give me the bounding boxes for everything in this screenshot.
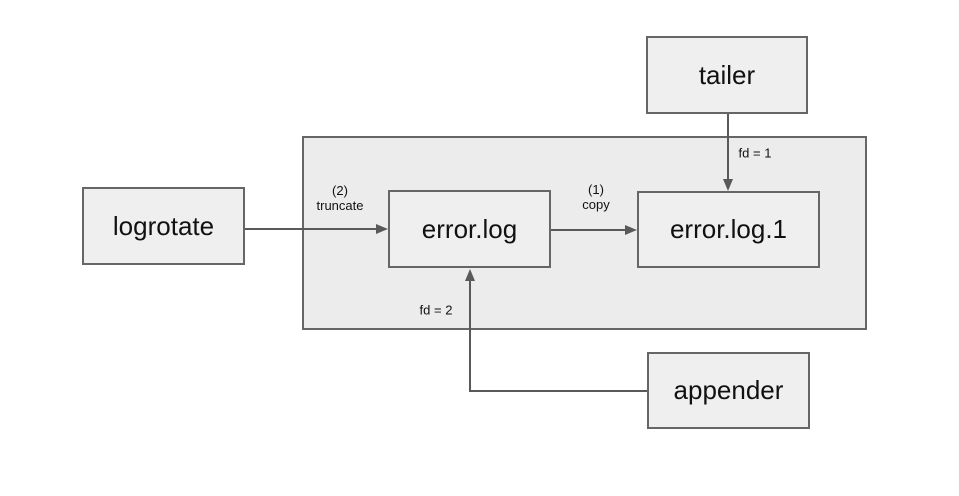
node-error-log-1: error.log.1	[637, 191, 820, 268]
edge-label-fd1-text: fd = 1	[738, 145, 772, 161]
edge-label-copy: (1) copy	[582, 182, 609, 212]
node-error-log-label: error.log	[421, 213, 518, 244]
node-appender: appender	[647, 352, 810, 429]
node-appender-label: appender	[673, 375, 784, 405]
edge-label-copy-op: copy	[582, 197, 610, 212]
node-logrotate-label: logrotate	[112, 210, 215, 241]
edge-label-fd2: fd = 2	[420, 303, 453, 318]
node-tailer-label: tailer	[698, 59, 756, 90]
edge-label-copy-step: (1)	[588, 182, 604, 197]
edge-label-truncate: (2) truncate	[317, 183, 364, 213]
node-error-log-1-label: error.log.1	[669, 214, 788, 244]
edge-label-fd1: fd = 1	[739, 146, 772, 161]
edge-label-truncate-step: (2)	[332, 183, 348, 198]
node-logrotate: logrotate	[82, 187, 245, 265]
edge-label-fd2-text: fd = 2	[419, 302, 453, 318]
node-tailer: tailer	[646, 36, 808, 114]
node-error-log: error.log	[388, 190, 551, 268]
edge-label-truncate-op: truncate	[316, 198, 364, 213]
